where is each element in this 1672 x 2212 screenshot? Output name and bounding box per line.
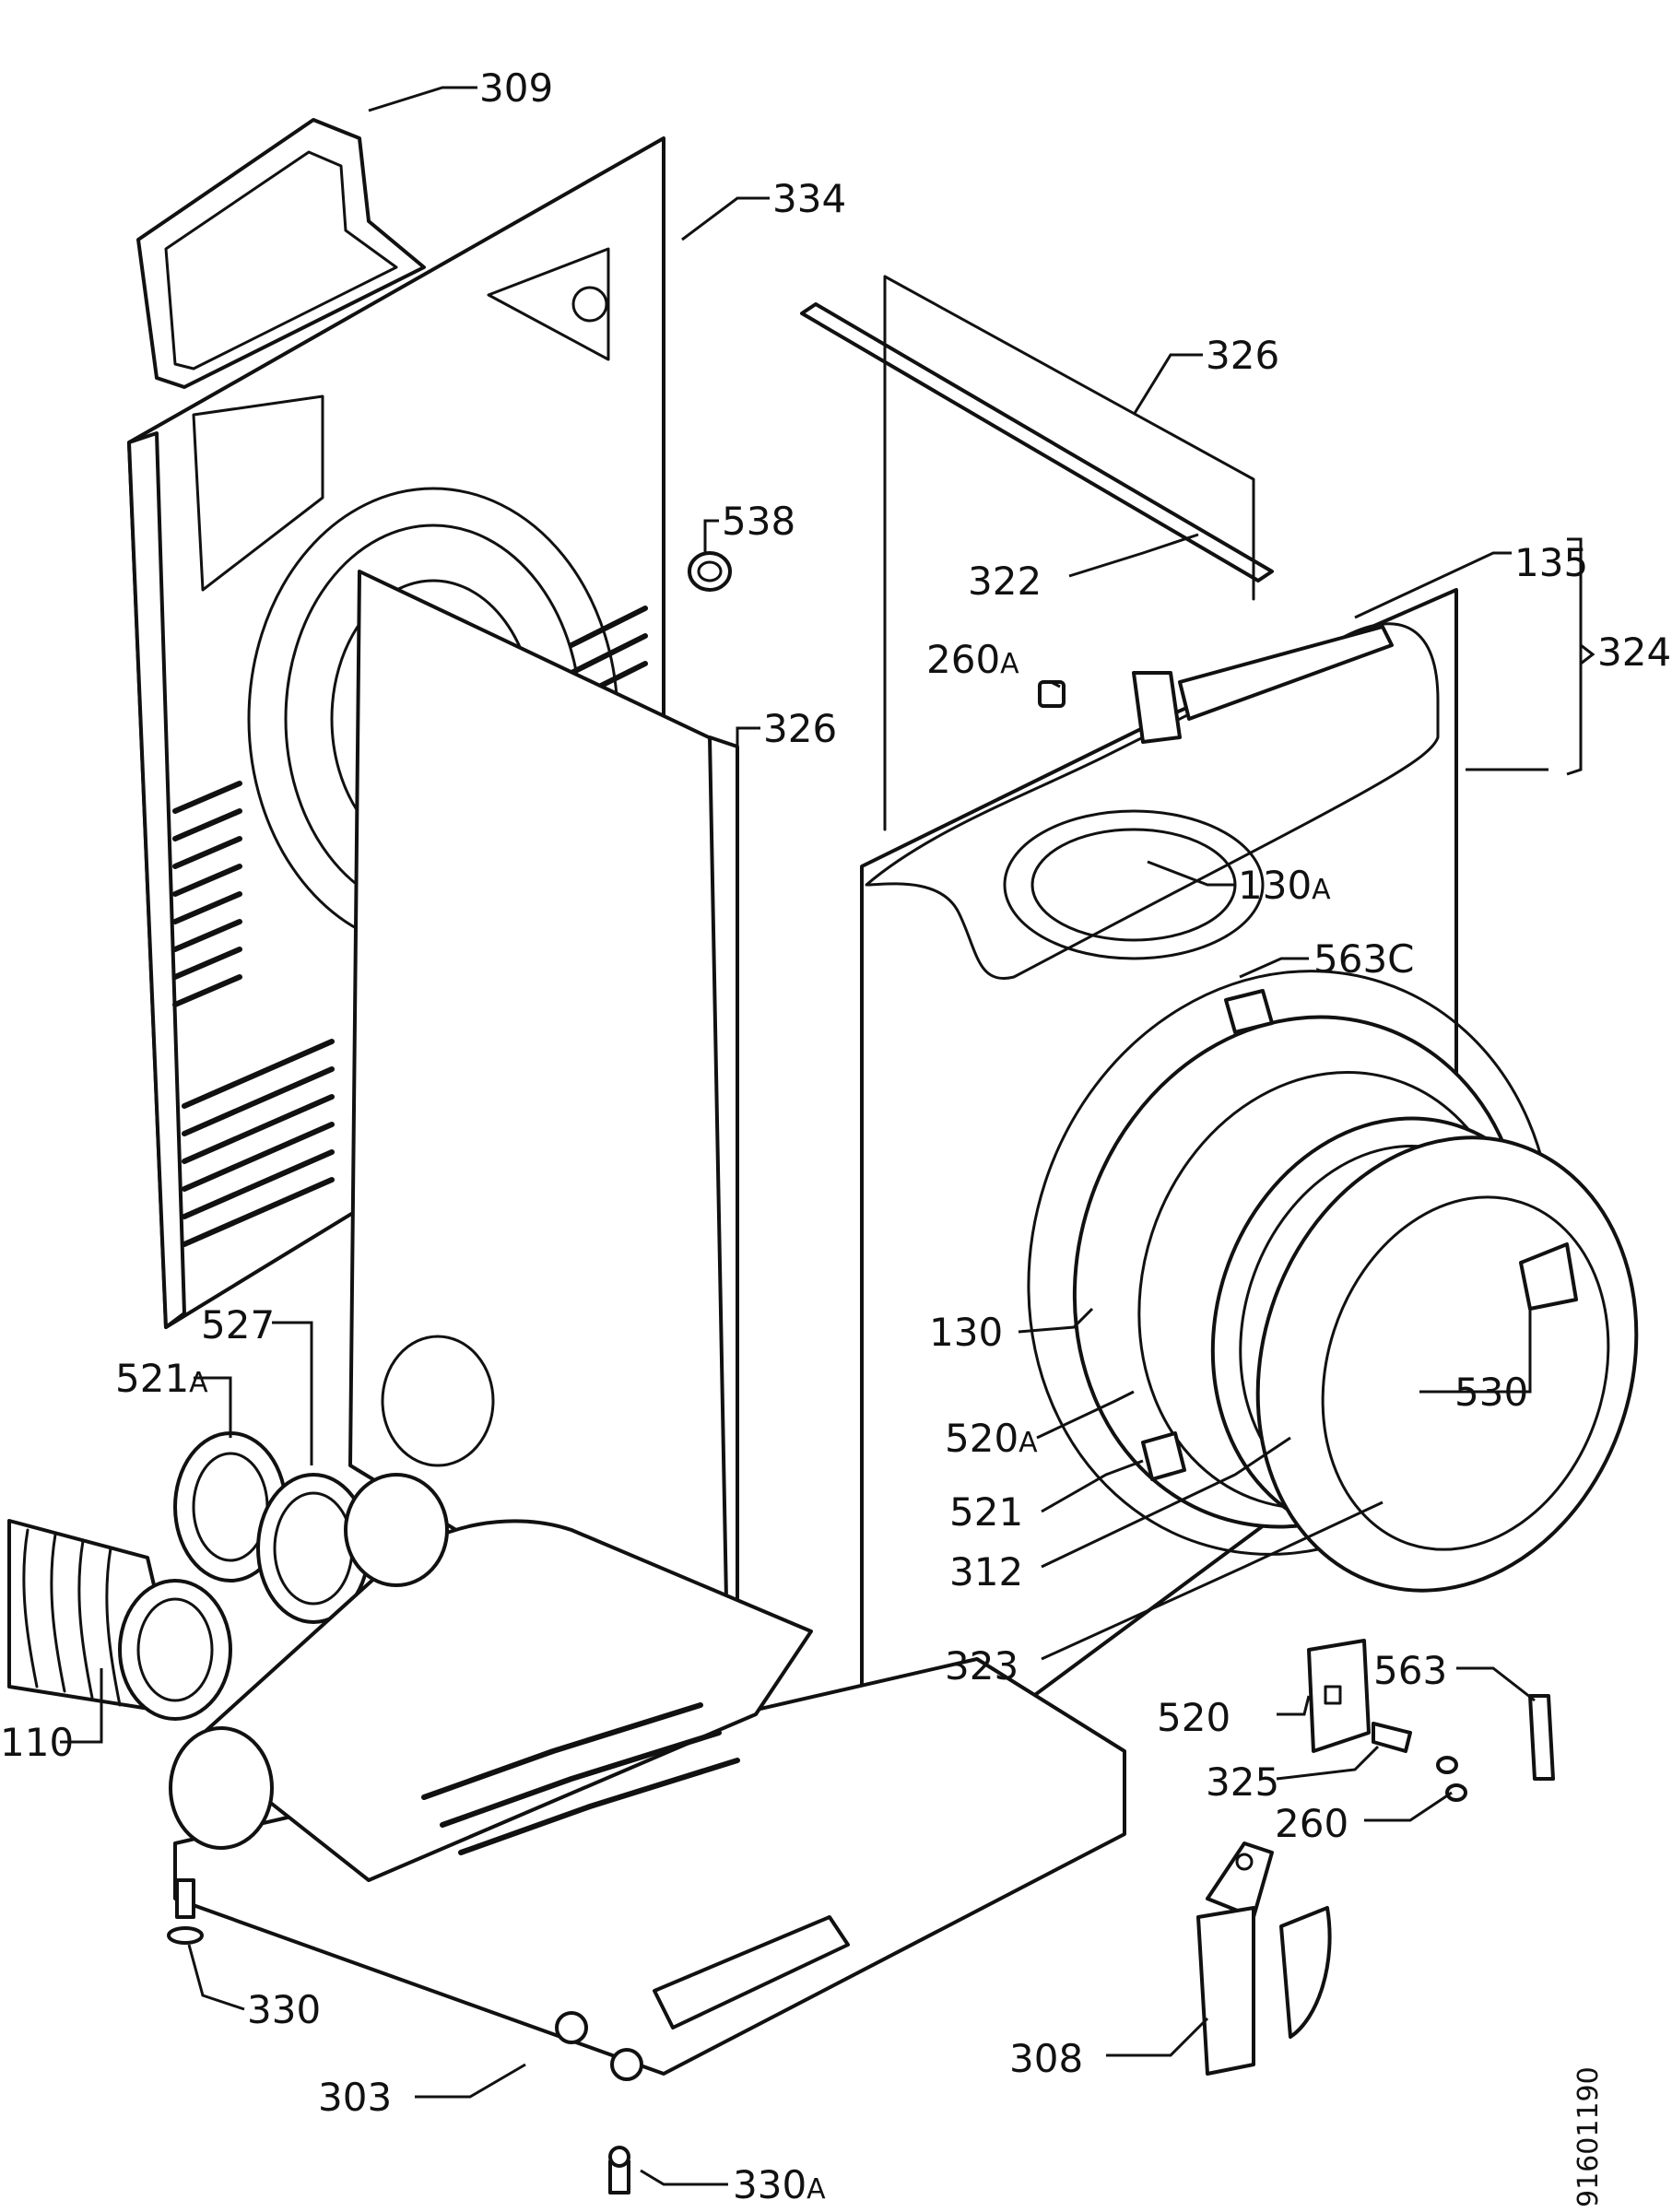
label-334: 334 <box>772 176 846 221</box>
part-563c-catch <box>1224 989 1274 1034</box>
part-110-hose <box>7 1519 232 1721</box>
label-260: 260 <box>1275 1801 1348 1846</box>
part-309-top-frame <box>136 118 426 389</box>
label-322: 322 <box>968 559 1042 604</box>
part-520-hinge-bracket <box>1307 1639 1371 1753</box>
part-303-base <box>169 1473 1126 2081</box>
label-563: 563 <box>1373 1648 1447 1693</box>
part-521-latch <box>1141 1431 1186 1481</box>
label-326-top: 326 <box>1206 333 1279 378</box>
label-538: 538 <box>722 499 795 544</box>
leader-lines <box>60 86 1548 2186</box>
part-326-side-panel <box>348 570 739 1698</box>
label-527: 527 <box>201 1302 275 1347</box>
label-130: 130 <box>929 1310 1003 1355</box>
label-521a: 521A <box>115 1356 208 1401</box>
label-530: 530 <box>1454 1370 1528 1415</box>
label-309: 309 <box>479 65 553 111</box>
part-325-pin <box>1372 1722 1412 1753</box>
part-527-521a-filter <box>173 1431 371 1624</box>
part-260-clip <box>1436 1756 1467 1802</box>
label-563c: 563C <box>1313 936 1415 982</box>
part-labels: 309 334 326 326 538 322 260A 135 324 130… <box>0 65 1671 2207</box>
label-308: 308 <box>1009 2036 1083 2081</box>
label-312: 312 <box>949 1549 1023 1594</box>
part-330-foot <box>167 1878 204 1945</box>
part-308-hinge <box>1196 1841 1332 2076</box>
label-110: 110 <box>0 1720 74 1765</box>
part-130-door-assembly <box>1027 970 1639 1593</box>
part-563-rod <box>1528 1694 1555 1781</box>
label-303: 303 <box>318 2075 392 2120</box>
part-326-top-strip <box>800 275 1274 831</box>
label-330a: 330A <box>733 2162 826 2207</box>
part-538-bush <box>688 551 732 592</box>
label-260a: 260A <box>926 637 1019 682</box>
label-325: 325 <box>1206 1759 1279 1805</box>
part-135-rail <box>1178 625 1394 721</box>
drawing-code: 91601190 <box>1572 2066 1605 2207</box>
label-324: 324 <box>1597 629 1671 675</box>
bracket-324 <box>1566 537 1595 776</box>
part-330a-foot <box>608 2146 630 2194</box>
label-520: 520 <box>1157 1695 1230 1740</box>
label-521: 521 <box>949 1489 1023 1535</box>
label-330: 330 <box>247 1987 321 2032</box>
label-326-side: 326 <box>763 706 837 751</box>
label-135: 135 <box>1514 540 1588 585</box>
label-130a: 130A <box>1238 863 1331 908</box>
label-323: 323 <box>945 1643 1019 1688</box>
label-520a: 520A <box>945 1416 1038 1461</box>
